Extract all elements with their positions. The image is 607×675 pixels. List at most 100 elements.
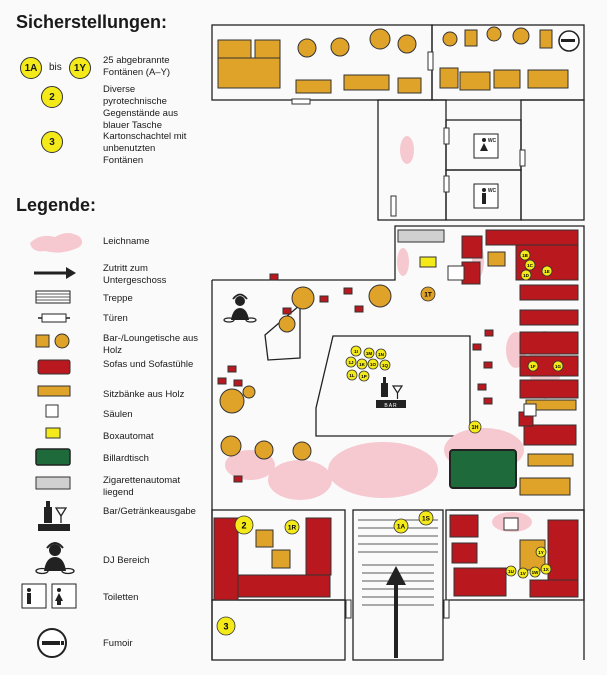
svg-text:1P: 1P (361, 374, 367, 379)
svg-text:1N: 1N (378, 352, 384, 357)
stairs-icon (35, 290, 71, 304)
toilet-icon (21, 583, 77, 609)
smoking-room-icon (37, 628, 67, 658)
legend-label-0: Leichname (103, 236, 150, 247)
legend-label-7: Säulen (103, 409, 133, 420)
door-icon (38, 313, 70, 323)
marker-1p: 1P (358, 370, 370, 382)
billiard-table (449, 449, 517, 489)
marker-1b: 1B (519, 249, 531, 261)
legend-symbols (21, 233, 83, 658)
bar-plan-label: BAR (384, 403, 397, 409)
marker-1m: 1M (363, 347, 375, 359)
wood-bench-icon (37, 385, 71, 397)
small-seats (217, 273, 494, 483)
marker-1q: 1Q (379, 359, 391, 371)
svg-text:1Q: 1Q (382, 363, 389, 368)
svg-text:1O: 1O (370, 362, 377, 367)
marker-1o: 1O (367, 358, 379, 370)
badge-1a: 1A (20, 57, 42, 79)
marker-1g: 1G (552, 360, 564, 372)
marker-1d: 1D (520, 269, 532, 281)
svg-text:1U: 1U (508, 569, 514, 574)
marker-1k: 1K (356, 358, 368, 370)
wood-table-icon (35, 333, 70, 349)
legend-label-6: Sitzbänke aus Holz (103, 389, 185, 400)
legend-label-11: Bar/Getränkeausgabe (103, 506, 196, 517)
marker-1x: 1X (540, 563, 552, 575)
marker-1f: 1F (527, 360, 539, 372)
svg-text:1F: 1F (530, 364, 536, 369)
marker-2: 2 (234, 515, 254, 535)
badge-2: 2 (41, 86, 63, 108)
marker-3: 3 (216, 616, 236, 636)
svg-text:1G: 1G (555, 364, 562, 369)
billiard-table-icon (35, 448, 71, 466)
legend-label-5: Sofas und Sofastühle (103, 359, 194, 370)
legende-title: Legende: (16, 195, 97, 215)
marker-1w: 1W (529, 566, 541, 578)
legend-label-3: Türen (103, 313, 128, 324)
dj-plan-icon (223, 293, 257, 323)
svg-text:1C: 1C (527, 263, 534, 268)
marker-1u: 1U (505, 565, 517, 577)
svg-text:1V: 1V (520, 571, 526, 576)
item-2-text: Diverse pyrotechnische Gegenstände aus b… (103, 84, 179, 131)
pillar (447, 265, 465, 281)
wc-icons (473, 133, 499, 209)
stairs-arrow (386, 566, 406, 658)
fumoir-plan-icon (558, 30, 580, 52)
svg-text:1S: 1S (422, 516, 431, 523)
boxing-machine-icon (45, 427, 61, 439)
svg-text:1X: 1X (543, 567, 549, 572)
legend-label-2: Treppe (103, 293, 133, 304)
bar-plan-icon (376, 377, 406, 408)
bis-label: bis (49, 62, 62, 73)
svg-text:1D: 1D (523, 273, 530, 278)
marker-1y: 1Y (535, 546, 547, 558)
marker-1h: 1H (468, 420, 482, 434)
legend-label-9: Billardtisch (103, 453, 149, 464)
cigarette-machine-icon (35, 476, 71, 490)
legend-label-8: Boxautomat (103, 431, 154, 442)
wc-label-bottom: WC (488, 188, 497, 194)
svg-text:1B: 1B (522, 253, 529, 258)
svg-text:1W: 1W (532, 570, 540, 575)
svg-text:1L: 1L (349, 373, 355, 378)
legend-label-10: Zigarettenautomat liegend (103, 475, 181, 498)
wc-label-top: WC (488, 138, 497, 144)
dj-icon (35, 542, 75, 575)
badge-3: 3 (41, 131, 63, 153)
marker-1i: 1I (350, 345, 362, 357)
room-bottom-right (445, 509, 585, 601)
bar-icon (38, 501, 70, 531)
item-3-text: Kartonschachtel mit unbenutzten Fontänen (103, 131, 187, 166)
pillar-icon (45, 404, 59, 418)
svg-text:1J: 1J (348, 360, 354, 365)
cigarette-machine (397, 229, 445, 243)
marker-1s: 1S (418, 510, 434, 526)
room-wc-right (520, 99, 585, 221)
arrow-right-icon (34, 267, 76, 279)
svg-text:1T: 1T (424, 292, 432, 299)
legend-label-12: DJ Bereich (103, 555, 150, 566)
room-stairs (352, 509, 444, 661)
legend-label-14: Fumoir (103, 638, 133, 649)
svg-text:1Y: 1Y (538, 550, 544, 555)
marker-1l: 1L (346, 369, 358, 381)
svg-text:1A: 1A (397, 524, 406, 531)
svg-text:1H: 1H (471, 425, 478, 431)
room-bottom-left-2 (211, 599, 346, 661)
item-1-text: 25 abgebrannte Fontänen (A–Y) (103, 55, 171, 78)
svg-text:1K: 1K (359, 362, 366, 367)
sofa (461, 235, 483, 259)
boxing-machine (419, 256, 437, 268)
bench-top-left (217, 39, 252, 59)
svg-text:2: 2 (241, 521, 246, 531)
marker-1r: 1R (284, 519, 300, 535)
svg-text:1R: 1R (288, 525, 297, 532)
evidence-markers: 1A 1S 1R 1T 1H 1B 1C 1D 1E 1F 1G 1I 1J 1… (216, 249, 564, 636)
bar-counter (315, 335, 471, 437)
svg-text:1E: 1E (544, 269, 550, 274)
